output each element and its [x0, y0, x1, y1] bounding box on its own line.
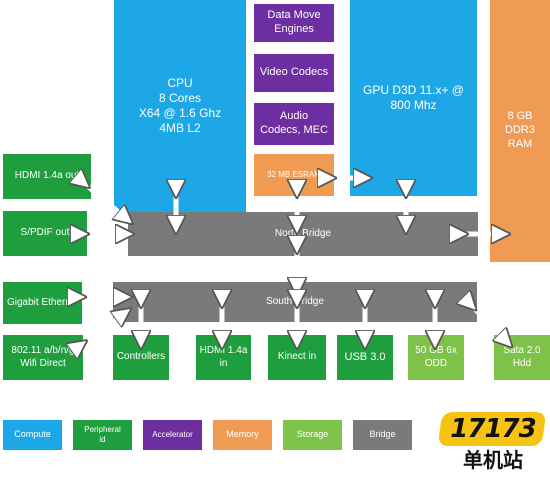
legend-accelerator: Accelerator	[143, 420, 202, 450]
hdmiout-nb-arrow	[85, 184, 128, 220]
data-move-engines-block: Data Move Engines	[254, 4, 334, 42]
legend-memory: Memory	[213, 420, 272, 450]
legend-bridge: Bridge	[353, 420, 412, 450]
logo-number: 17173	[450, 414, 536, 444]
ram-block: 8 GB DDR3 RAM	[490, 0, 550, 262]
wifi-block: 802.11 a/b/n/g Wifi Direct	[3, 335, 83, 380]
gpu-block: GPU D3D 11.x+ @ 800 Mhz	[350, 0, 477, 196]
wifi-sb-arrow	[82, 312, 126, 344]
legend-peripheral: Peripheral id	[73, 420, 132, 450]
hdd-sb-arrow	[472, 306, 508, 343]
logo-text: 单机站	[463, 448, 523, 472]
legend-storage: Storage	[283, 420, 342, 450]
usb-block: USB 3.0	[337, 335, 393, 380]
audio-codecs-block: Audio Codecs, MEC	[254, 103, 334, 145]
video-codecs-block: Video Codecs	[254, 54, 334, 92]
legend-compute: Compute	[3, 420, 62, 450]
watermark-logo: 17173 单机站	[437, 412, 548, 476]
cpu-block: CPU 8 Cores X64 @ 1.6 Ghz 4MB L2	[114, 0, 246, 212]
